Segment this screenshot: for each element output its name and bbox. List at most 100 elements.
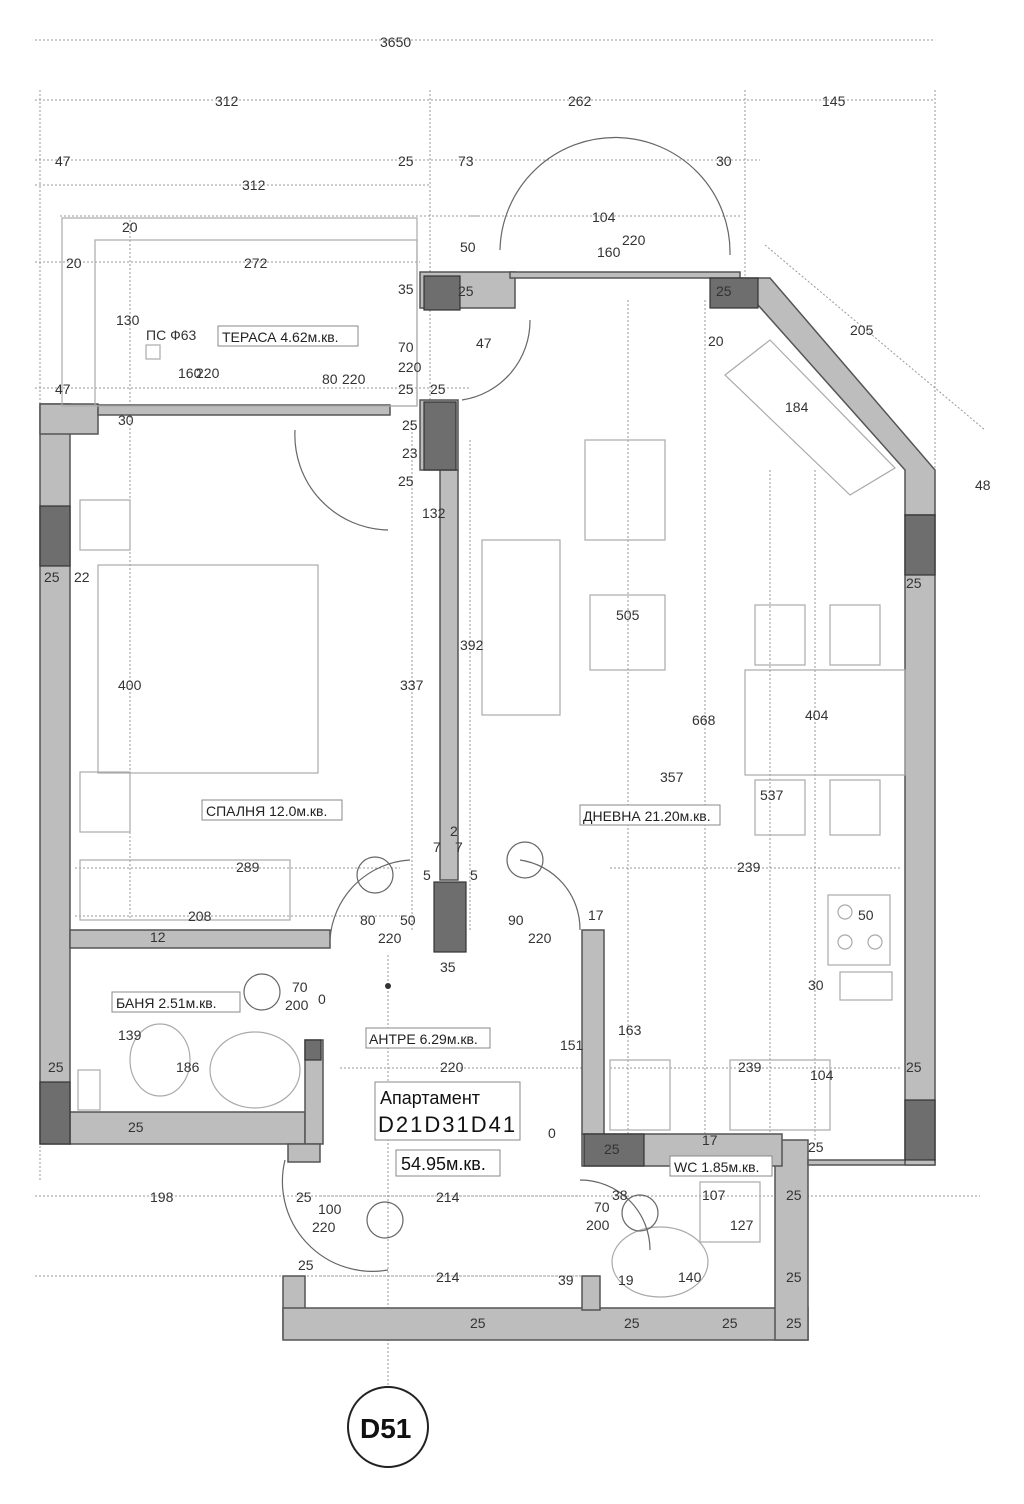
dim-label: 47: [55, 153, 71, 169]
dim-label: 12: [150, 929, 166, 945]
dim-label: 25: [296, 1189, 312, 1205]
dim-label: 198: [150, 1189, 174, 1205]
dim-label: 25: [128, 1119, 144, 1135]
room-label-wc: WC 1.85м.кв.: [674, 1159, 759, 1175]
apartment-label: Апартамент D21D31D41 54.95м.кв.: [374, 1081, 521, 1177]
dim-label: 505: [616, 607, 640, 623]
dim-label: 0: [318, 991, 326, 1007]
dim-label: 220: [312, 1219, 336, 1235]
dim-label: 272: [244, 255, 268, 271]
dim-label: 7: [455, 839, 463, 855]
dim-label: 140: [678, 1269, 702, 1285]
dim-label: 47: [476, 335, 492, 351]
dim-label: 35: [398, 281, 414, 297]
dim-label: 184: [785, 399, 809, 415]
dim-label: 20: [122, 219, 138, 235]
dim-label: 25: [298, 1257, 314, 1273]
dim-label: 104: [592, 209, 616, 225]
dim-label: 357: [660, 769, 684, 785]
dim-label: 38: [612, 1187, 628, 1203]
dim-label: 668: [692, 712, 716, 728]
dim-label: 25: [430, 381, 446, 397]
dim-label: 73: [458, 153, 474, 169]
dim-label: 25: [786, 1269, 802, 1285]
dim-label: 70: [594, 1199, 610, 1215]
room-label-bathroom: БАНЯ 2.51м.кв.: [116, 995, 217, 1011]
dim-label: 127: [730, 1217, 754, 1233]
axis-marker: D51: [347, 1386, 429, 1468]
room-label-living: ДНЕВНА 21.20м.кв.: [583, 808, 711, 824]
dim-label: 23: [402, 445, 418, 461]
dim-label: 48: [975, 477, 991, 493]
dim-label: 47: [55, 381, 71, 397]
room-labels: ТЕРАСА 4.62м.кв. ПС Ф63 СПАЛНЯ 12.0м.кв.…: [111, 325, 773, 1177]
dim-label: 205: [850, 322, 874, 338]
dim-label: 50: [400, 912, 416, 928]
dim-label: 25: [44, 569, 60, 585]
dim-label: 312: [215, 93, 239, 109]
dim-label: 392: [460, 637, 484, 653]
dim-label: 30: [118, 412, 134, 428]
dim-label: 208: [188, 908, 212, 924]
dim-label: 22: [74, 569, 90, 585]
dim-label: 214: [436, 1269, 460, 1285]
dim-label: 404: [805, 707, 829, 723]
dim-label: 20: [708, 333, 724, 349]
dim-label: 17: [588, 907, 604, 923]
dim-label: 70: [398, 339, 414, 355]
dim-label: 5: [470, 867, 478, 883]
dim-label: 160: [178, 365, 202, 381]
dim-label: 239: [737, 859, 761, 875]
dim-label: 25: [48, 1059, 64, 1075]
doors: [243, 136, 731, 1272]
dim-label: 145: [822, 93, 846, 109]
dim-label: 25: [906, 575, 922, 591]
dim-label: 337: [400, 677, 424, 693]
dim-label: 25: [470, 1315, 486, 1331]
dim-label: 25: [458, 283, 474, 299]
dim-label: 50: [460, 239, 476, 255]
dim-label: 7: [433, 839, 441, 855]
dim-label: 107: [702, 1187, 726, 1203]
dimension-lines: [35, 39, 986, 1400]
columns: [39, 275, 936, 1167]
dim-label: 39: [558, 1272, 574, 1288]
dim-label: 220: [440, 1059, 464, 1075]
axis-marker-label: D51: [360, 1413, 411, 1444]
dim-label: 25: [808, 1139, 824, 1155]
apartment-area: 54.95м.кв.: [401, 1154, 486, 1174]
dim-label: 25: [398, 153, 414, 169]
dim-label: 17: [702, 1132, 718, 1148]
dim-label: 50: [858, 907, 874, 923]
terrace-outline: [61, 217, 418, 407]
dim-label: 239: [738, 1059, 762, 1075]
dim-label: 19: [618, 1272, 634, 1288]
dim-label: 132: [422, 505, 446, 521]
dim-label: 25: [722, 1315, 738, 1331]
apartment-title: Апартамент: [380, 1088, 480, 1108]
dim-overall: 3650: [380, 34, 411, 50]
dim-label: 90: [508, 912, 524, 928]
dim-label: 30: [808, 977, 824, 993]
dim-label: 220: [622, 232, 646, 248]
room-label-bedroom: СПАЛНЯ 12.0м.кв.: [206, 803, 327, 819]
dim-label: 220: [528, 930, 552, 946]
room-label-hall: АНТРЕ 6.29м.кв.: [369, 1031, 478, 1047]
furniture: [77, 339, 906, 1298]
dim-label: 262: [568, 93, 592, 109]
dim-label: 25: [398, 381, 414, 397]
dim-label: 220: [196, 365, 220, 381]
dim-label: 130: [116, 312, 140, 328]
terrace-note: ПС Ф63: [146, 327, 196, 343]
dim-label: 160: [597, 244, 621, 260]
dim-label: 200: [285, 997, 309, 1013]
dim-label: 25: [716, 283, 732, 299]
dim-label: 70: [292, 979, 308, 995]
dim-label: 220: [398, 359, 422, 375]
dim-label: 214: [436, 1189, 460, 1205]
dim-label: 400: [118, 677, 142, 693]
dim-label: 25: [786, 1187, 802, 1203]
dim-label: 100: [318, 1201, 342, 1217]
dim-label: 289: [236, 859, 260, 875]
